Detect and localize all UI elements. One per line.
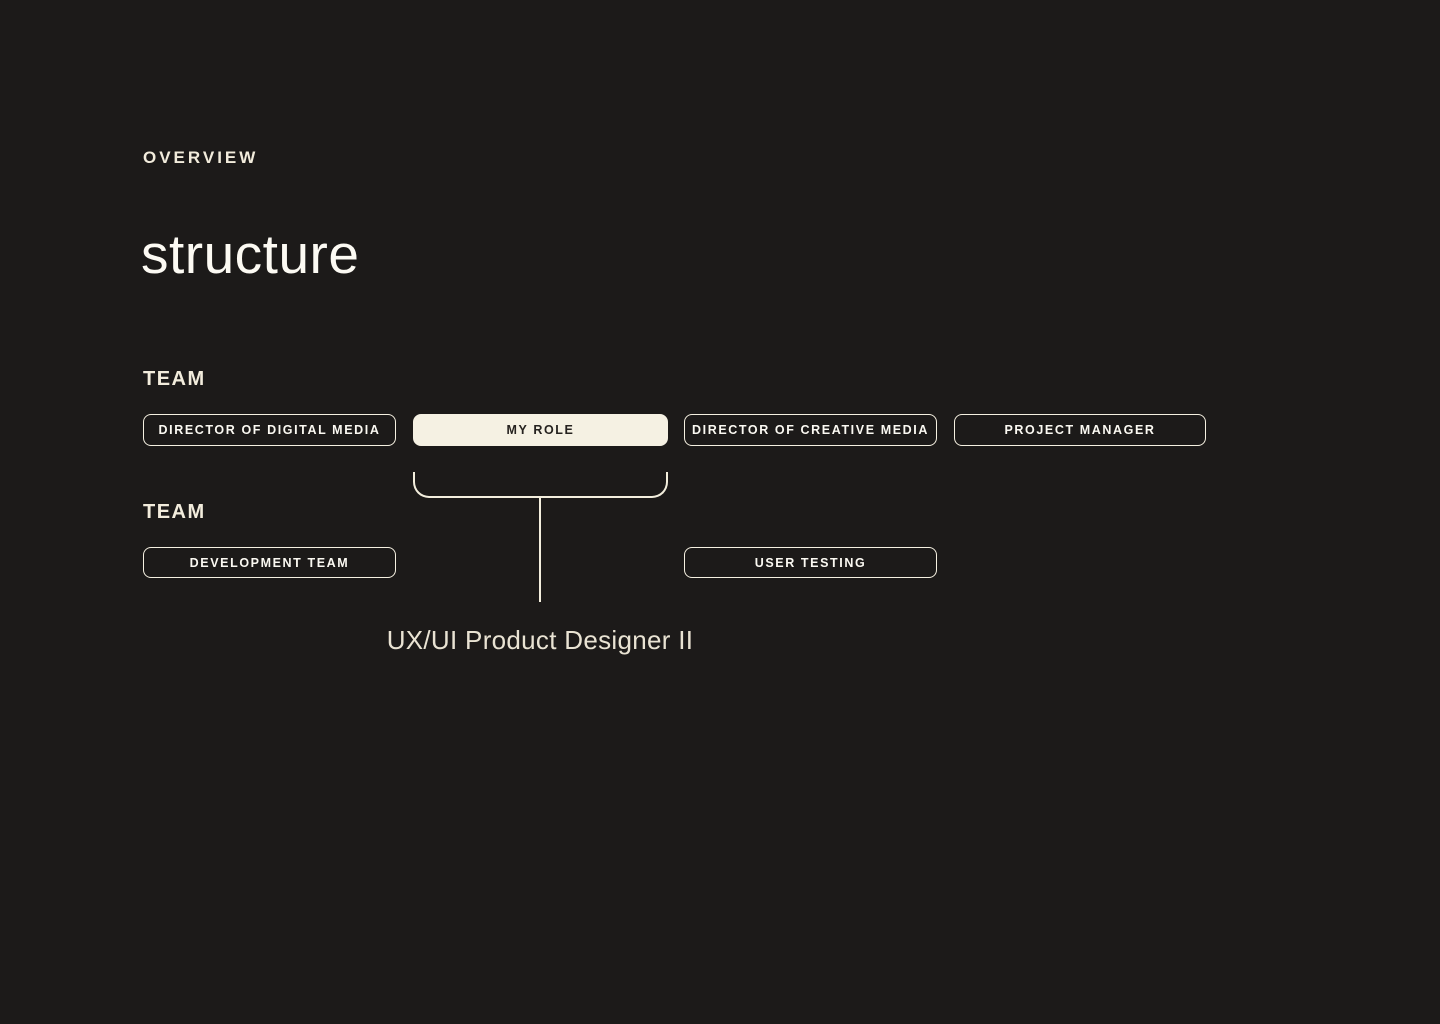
page-title: structure [141,223,360,285]
role-caption: UX/UI Product Designer II [386,625,694,655]
org-node-director-of-digital-media[interactable]: DIRECTOR OF DIGITAL MEDIA [143,414,396,446]
org-node-development-team[interactable]: DEVELOPMENT TEAM [143,547,396,578]
bracket-connector [413,472,668,498]
org-node-director-of-creative-media[interactable]: DIRECTOR OF CREATIVE MEDIA [684,414,937,446]
overview-eyebrow-label: OVERVIEW [143,148,259,167]
team-section-label-top: TEAM [143,368,206,390]
org-node-project-manager[interactable]: PROJECT MANAGER [954,414,1206,446]
org-node-my-role[interactable]: MY ROLE [413,414,668,446]
team-section-label-bottom: TEAM [143,501,206,523]
vertical-connector-line [539,498,541,602]
org-node-user-testing[interactable]: USER TESTING [684,547,937,578]
